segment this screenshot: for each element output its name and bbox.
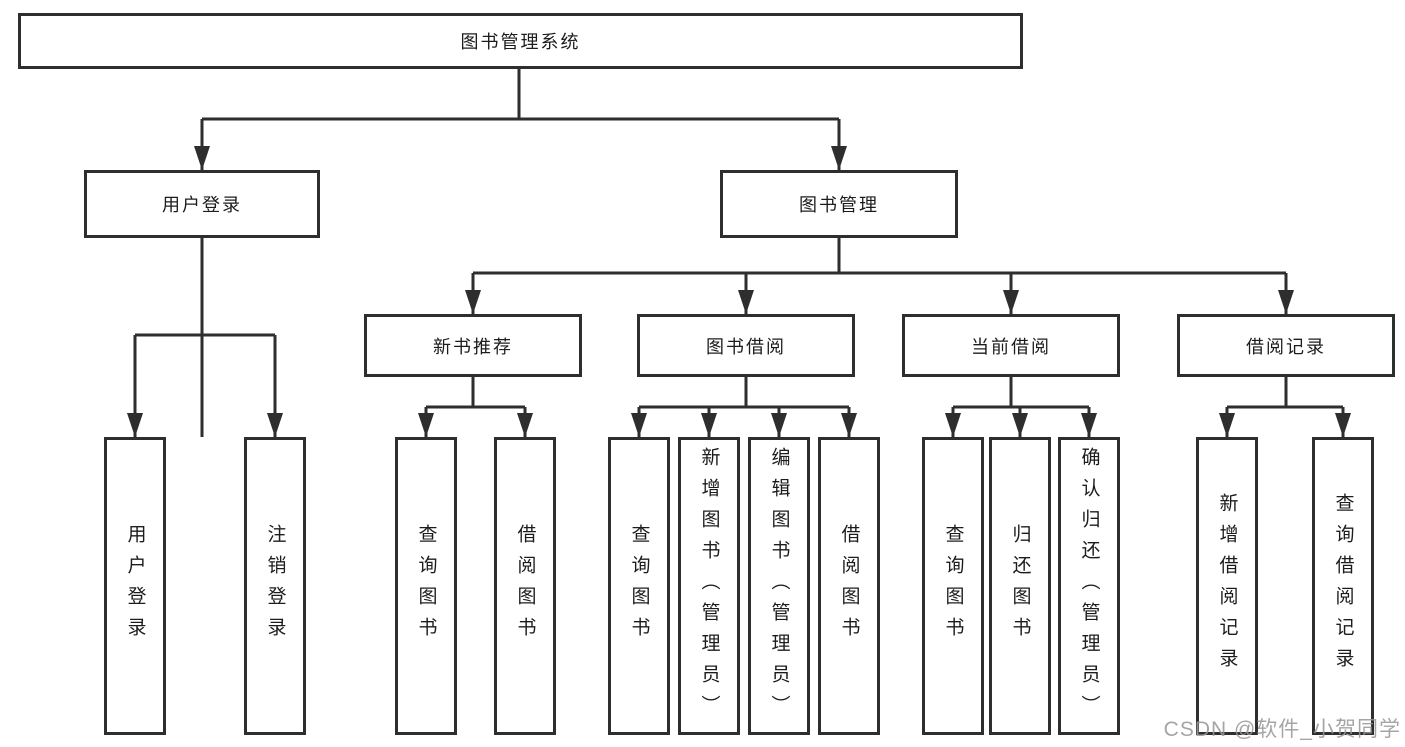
- node-current-borrowing: 当前借阅: [902, 314, 1120, 377]
- node-borrow-books-recommend: 借阅图书: [494, 437, 556, 735]
- node-borrowing-records: 借阅记录: [1177, 314, 1395, 377]
- node-return-books: 归还图书: [989, 437, 1051, 735]
- node-confirm-return-admin: 确认归还（管理员）: [1058, 437, 1120, 735]
- node-add-borrow-record: 新增借阅记录: [1196, 437, 1258, 735]
- csdn-watermark: CSDN @软件_小贺同学: [1163, 718, 1401, 741]
- node-book-borrowing: 图书借阅: [637, 314, 855, 377]
- node-user-login-leaf: 用户登录: [104, 437, 166, 735]
- node-query-books-current: 查询图书: [922, 437, 984, 735]
- node-query-borrow-record: 查询借阅记录: [1312, 437, 1374, 735]
- node-query-books-borrowing: 查询图书: [608, 437, 670, 735]
- node-logout: 注销登录: [244, 437, 306, 735]
- node-root: 图书管理系统: [18, 13, 1023, 69]
- node-user-login: 用户登录: [84, 170, 320, 238]
- node-add-books-admin: 新增图书（管理员）: [678, 437, 740, 735]
- node-book-management: 图书管理: [720, 170, 958, 238]
- node-borrow-books-borrowing: 借阅图书: [818, 437, 880, 735]
- node-edit-books-admin: 编辑图书（管理员）: [748, 437, 810, 735]
- node-new-book-recommend: 新书推荐: [364, 314, 582, 377]
- node-query-books-recommend: 查询图书: [395, 437, 457, 735]
